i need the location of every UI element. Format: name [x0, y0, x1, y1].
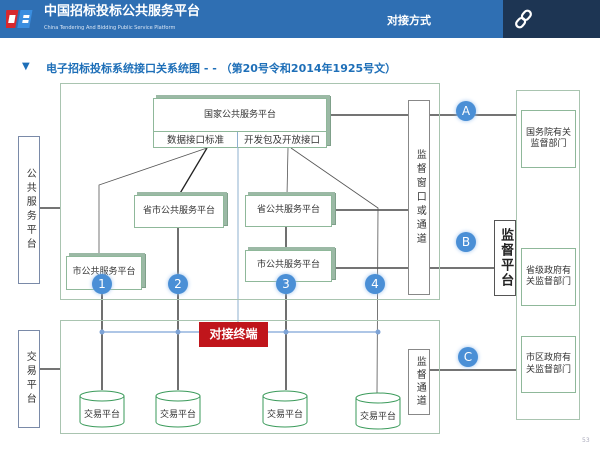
state-council-box: 国务院有关监督部门 — [521, 110, 576, 168]
link-icon[interactable] — [513, 8, 535, 30]
trading-platform-label: 交易平台 — [83, 410, 120, 420]
provincial-gov-box: 省级政府有关监督部门 — [521, 248, 576, 306]
circle-4: 4 — [365, 274, 385, 294]
terminal-label: 对接终端 — [199, 322, 268, 347]
trading-platform-box: 交易平台 — [18, 330, 40, 428]
circle-1: 1 — [92, 274, 112, 294]
monitor-channel-box: 监督通道 — [408, 349, 430, 415]
trading-platform-label: 交易平台 — [159, 410, 196, 420]
section-title: 对接方式 — [387, 14, 431, 27]
brand-subtitle: China Tendering And Bidding Public Servi… — [44, 25, 176, 31]
trading-platform-db-4: 交易平台 — [355, 392, 401, 430]
public-service-platform-box: 公共服务平台 — [18, 136, 40, 284]
monitor-window-box: 监督窗口或通道 — [408, 100, 430, 295]
trading-platform-label: 交易平台 — [359, 412, 396, 422]
circle-3: 3 — [276, 274, 296, 294]
circle-2: 2 — [168, 274, 188, 294]
city-gov-box: 市区政府有关监督部门 — [521, 336, 576, 393]
circle-a: A — [456, 101, 476, 121]
lower-region — [60, 320, 440, 434]
header-bar — [0, 0, 600, 38]
upper-region — [60, 83, 440, 300]
trading-platform-db-1: 交易平台 — [79, 390, 125, 428]
prov-city-platform-box: 省市公共服务平台 — [134, 195, 224, 228]
diagram-heading: 电子招标投标系统接口关系统图 - - （第20号令和2014年1925号文） — [46, 62, 397, 75]
trading-platform-label: 交易平台 — [266, 410, 303, 420]
supervision-platform-box: 监督平台 — [494, 220, 516, 296]
data-interface-label: 数据接口标准 — [154, 132, 238, 148]
national-platform-box: 国家公共服务平台 数据接口标准 开发包及开放接口 — [153, 98, 327, 148]
trading-platform-db-3: 交易平台 — [262, 390, 308, 428]
national-platform-label: 国家公共服务平台 — [203, 110, 276, 120]
brand-title: 中国招标投标公共服务平台 — [44, 4, 201, 19]
prov-platform-box: 省公共服务平台 — [245, 195, 332, 227]
page-number: 53 — [582, 437, 590, 444]
dev-package-label: 开发包及开放接口 — [243, 135, 320, 146]
trading-platform-db-2: 交易平台 — [155, 390, 201, 428]
logo-icon — [3, 7, 36, 31]
circle-c: C — [458, 347, 478, 367]
circle-b: B — [456, 232, 476, 252]
heading-triangle-icon: ▼ — [22, 61, 30, 72]
